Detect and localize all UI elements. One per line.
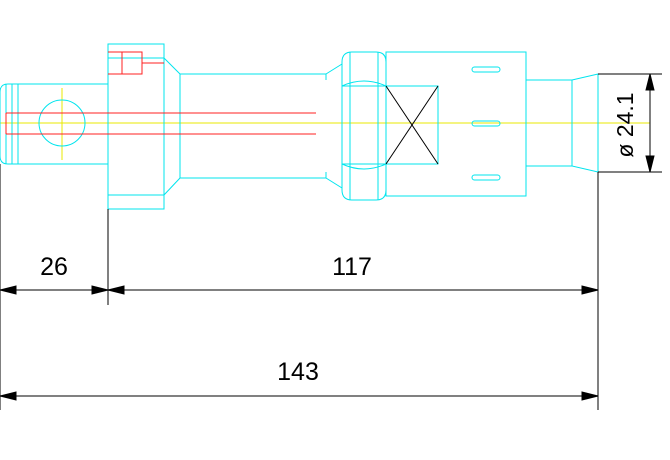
slot-top [471,66,501,73]
bore-detail [5,51,316,135]
dimension-26-label: 26 [40,253,68,281]
eyelet-hole [38,99,86,147]
tail-end [526,73,599,173]
dimension-117-label: 117 [332,253,372,281]
slot-bottom [471,174,501,181]
dimension-lines [0,73,662,410]
eyelet-end [0,83,109,165]
diameter-label: ø 24.1 [612,92,638,157]
square-cross [385,85,439,165]
hex-nut [341,51,387,201]
shaft [179,63,343,189]
flange-pocket [121,51,143,75]
dimension-143-label: 143 [277,358,319,386]
body [385,51,527,197]
part-outline [0,43,599,210]
slot-middle [471,120,501,127]
flange [107,43,181,210]
